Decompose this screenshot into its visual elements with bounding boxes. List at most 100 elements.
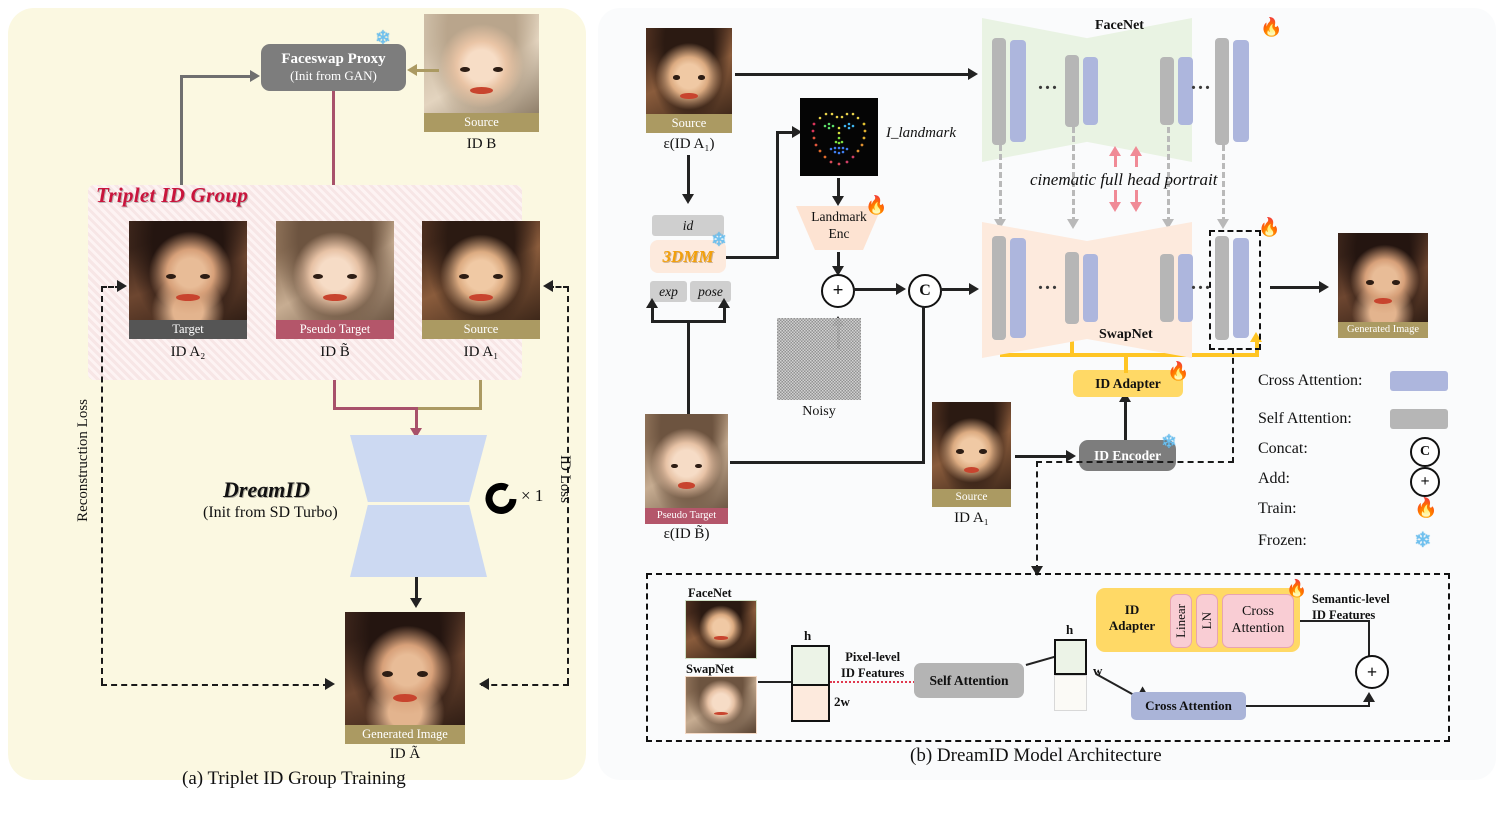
id-loss-path (567, 286, 569, 684)
feature-tile-right (1054, 639, 1087, 711)
concat-circle: C (908, 274, 942, 308)
dreamid-title: DreamID (223, 477, 310, 502)
facenet-fire-icon: 🔥 (1260, 17, 1283, 37)
detail-id-adapter-label: ID Adapter (1103, 602, 1161, 635)
add-circle: + (821, 274, 855, 308)
detail-self-attention-label: Self Attention (929, 672, 1009, 688)
legend-row-train: Train: (1258, 500, 1297, 518)
concat-symbol: C (919, 282, 931, 299)
source-b-thumbnail: Source (424, 14, 539, 132)
legend-concat-icon: C (1410, 437, 1440, 467)
self-attention-block (1065, 55, 1079, 127)
detail-swapnet-label: SwapNet (686, 662, 734, 676)
legend-label: Train: (1258, 500, 1297, 517)
detail-adapter-line2: Adapter (1108, 618, 1156, 634)
source-b-id-label: ID B (466, 136, 497, 152)
legend-row-frozen: Frozen: (1258, 532, 1307, 550)
id-adapter-box[interactable]: ID Adapter (1073, 370, 1183, 397)
legend-row-self-attention: Self Attention: (1258, 410, 1352, 428)
faceswap-proxy-box[interactable]: Faceswap Proxy (Init from GAN) (261, 44, 406, 91)
triplet-pseudo-target-thumbnail: Pseudo Target (276, 221, 394, 339)
landmark-enc-fire-icon: 🔥 (865, 195, 888, 215)
cross-attention-block (1233, 40, 1249, 142)
detail-panel (646, 573, 1450, 742)
source-mid-id-label: ID A₁ (954, 510, 989, 526)
source-mid-caption: Source (932, 489, 1011, 507)
legend-glyph: C (1419, 444, 1431, 459)
legend-row-cross-attention: Cross Attention: (1258, 372, 1362, 390)
legend-label: Concat: (1258, 440, 1308, 457)
detail-add-circle: + (1355, 655, 1389, 689)
cross-attention-block (1178, 254, 1193, 322)
coeff-pose-label: pose (698, 283, 723, 299)
cross-attention-block (1010, 40, 1026, 142)
triplet-source-caption: Source (422, 319, 540, 339)
cross-attention-block (1010, 238, 1026, 338)
legend-row-add: Add: (1258, 470, 1290, 488)
detail-cross-attention-label: Cross Attention (1145, 698, 1232, 713)
legend-row-concat: Concat: (1258, 440, 1308, 458)
prompt-label: cinematic full head portrait (1030, 170, 1218, 189)
legend-label: Add: (1258, 470, 1290, 487)
id-loss-label: ID Loss (557, 455, 573, 503)
swapnet-dots-left: ... (1038, 272, 1059, 294)
self-attention-block (992, 236, 1006, 340)
legend-label: Self Attention: (1258, 410, 1352, 427)
self-attention-block (1160, 57, 1174, 125)
self-attention-block (1160, 254, 1174, 322)
detail-self-attention-box[interactable]: Self Attention (914, 663, 1024, 698)
legend-label: Frozen: (1258, 532, 1307, 549)
swapnet-label: SwapNet (1099, 327, 1153, 342)
reconstruction-loss-label: Reconstruction Loss (75, 399, 91, 522)
self-attention-block (1065, 252, 1079, 324)
id-encoder-box[interactable]: ID Encoder (1079, 440, 1176, 471)
cross-attention-block (1083, 57, 1098, 125)
generated-image-a-id-label: ID Ã (389, 746, 421, 762)
landmark-image-label-text: I_landmark (886, 125, 956, 141)
h-label-left: h (804, 628, 812, 643)
adapter-ln-label: LN (1199, 612, 1214, 630)
detail-facenet-label: FaceNet (688, 586, 732, 600)
generated-image-a-caption: Generated Image (345, 724, 465, 744)
3dmm-label: 3DMM (662, 246, 714, 266)
detail-cross-attention-box[interactable]: Cross Attention (1131, 692, 1246, 720)
source-b-caption: Source (424, 112, 539, 132)
id-encoder-snowflake-icon: ❄ (1161, 432, 1177, 453)
detail-swapnet-thumbnail (685, 676, 757, 734)
legend-fire-icon: 🔥 (1414, 498, 1438, 519)
landmark-image-label: I_landmark (886, 125, 956, 142)
adapter-linear-block: Linear (1170, 594, 1192, 648)
pseudo-target-b-thumbnail: Pseudo Target (645, 414, 728, 524)
triplet-pseudo-target-caption: Pseudo Target (276, 319, 394, 339)
3dmm-snowflake-icon: ❄ (711, 230, 727, 251)
faceswap-proxy-subtitle: (Init from GAN) (290, 68, 377, 83)
snowflake-icon: ❄ (375, 28, 391, 49)
caption-a: (a) Triplet ID Group Training (182, 768, 406, 789)
dreamid-subtitle: (Init from SD Turbo) (203, 504, 338, 521)
cross-attention-block (1178, 57, 1193, 125)
3dmm-box: 3DMM (650, 240, 726, 273)
triplet-target-thumbnail: Target (129, 221, 247, 339)
caption-b: (b) DreamID Model Architecture (910, 745, 1162, 766)
triplet-id-group-title: Triplet ID Group (96, 183, 249, 207)
feature-tile-left (791, 645, 830, 722)
coeff-exp-label: exp (659, 283, 678, 299)
self-attention-block (1215, 236, 1229, 340)
legend-glyph: + (1420, 473, 1430, 490)
swapnet-fire-icon: 🔥 (1258, 217, 1281, 237)
triplet-source-thumbnail: Source (422, 221, 540, 339)
w-label: w (1093, 663, 1103, 678)
noisy-image (777, 318, 861, 400)
self-attention-block (992, 38, 1006, 145)
adapter-linear-label: Linear (1173, 604, 1188, 638)
facenet-label: FaceNet (1095, 18, 1144, 33)
id-adapter-fire-icon: 🔥 (1167, 361, 1190, 381)
2w-label: 2w (834, 694, 850, 709)
add-symbol: + (832, 280, 844, 301)
facenet-dots-left: ... (1038, 72, 1059, 94)
semantic-features-line2: ID Features (1312, 607, 1376, 622)
landmark-image (800, 98, 878, 176)
source-mid-thumbnail: Source (932, 402, 1011, 507)
